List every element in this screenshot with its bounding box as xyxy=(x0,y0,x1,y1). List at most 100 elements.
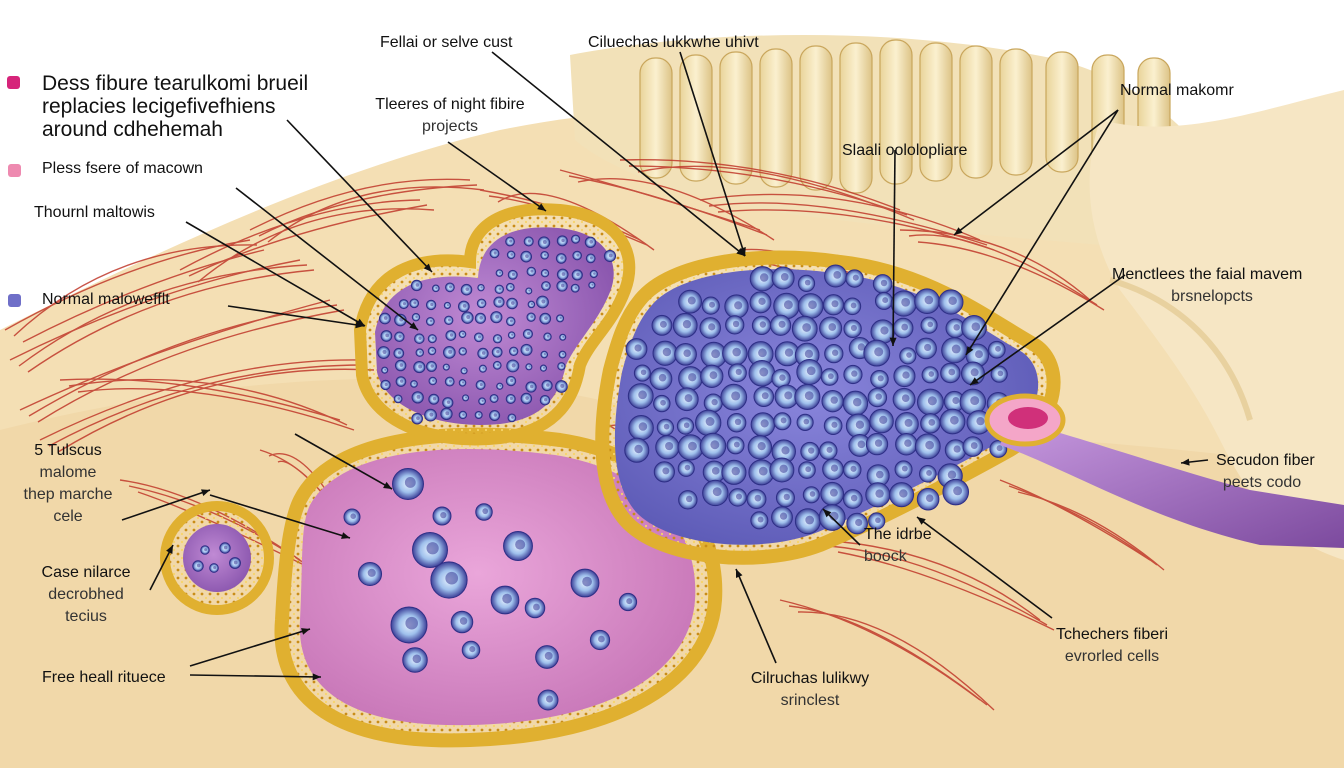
small-lesion xyxy=(160,501,274,615)
blue-lesion-cell-nucleus xyxy=(684,394,693,403)
purple-lesion-cell-nucleus xyxy=(447,318,451,322)
purple-lesion-cell-nucleus xyxy=(560,364,564,368)
blue-lesion-cell-nucleus xyxy=(901,465,908,472)
blue-lesion-cell-nucleus xyxy=(710,440,720,450)
purple-lesion-cell-nucleus xyxy=(463,369,466,372)
blue-lesion-cell-nucleus xyxy=(906,352,912,358)
blue-lesion-cell-nucleus xyxy=(758,348,767,358)
fiber-strand xyxy=(27,269,315,373)
legend-item-1-line-1: Dess fibure tearulkomi brueil xyxy=(42,72,309,95)
blue-lesion-cell-nucleus xyxy=(734,301,743,310)
purple-lesion-cell-nucleus xyxy=(461,381,465,384)
arrowhead xyxy=(537,203,546,211)
purple-lesion-cell-nucleus xyxy=(542,240,547,244)
purple-lesion-cell-nucleus xyxy=(497,299,502,304)
blue-lesion-cell-nucleus xyxy=(899,489,908,498)
purple-lesion-cell-nucleus xyxy=(559,316,562,320)
small-lesion-cell-nucleus xyxy=(223,545,228,550)
arrowhead xyxy=(970,377,979,385)
label-secudon-line-1: Secudon fiber xyxy=(1216,452,1315,469)
label-tulscus-line-2: malome xyxy=(39,464,97,481)
fiber-strand xyxy=(999,479,1151,561)
fiber-strand xyxy=(77,388,355,431)
purple-lesion-cell-nucleus xyxy=(385,333,390,338)
purple-lesion-cell-nucleus xyxy=(448,379,452,383)
fiber-strand xyxy=(797,611,995,711)
purple-lesion-cell-nucleus xyxy=(479,316,483,320)
blue-lesion-cell-nucleus xyxy=(783,493,790,501)
blue-lesion-cell-nucleus xyxy=(880,326,889,335)
blue-lesion-cell-nucleus xyxy=(780,417,787,424)
gland-band xyxy=(839,42,873,194)
blue-lesion-cell-nucleus xyxy=(638,390,647,400)
blue-lesion-cell-nucleus xyxy=(875,393,882,400)
purple-lesion-cell-nucleus xyxy=(464,396,468,399)
fiber-strand xyxy=(899,229,1091,301)
purple-lesion-cell-nucleus xyxy=(496,349,500,354)
purple-lesion-cell-nucleus xyxy=(416,416,420,420)
purple-lesion-cell-nucleus xyxy=(461,349,465,353)
fiber-strand xyxy=(28,304,338,417)
label-idrbe-line-1: The idrbe xyxy=(864,526,932,543)
pink-lesion-cell-nucleus xyxy=(404,477,416,488)
purple-lesion-cell-nucleus xyxy=(449,285,453,289)
legend-item-2: Pless fsere of macown xyxy=(42,160,203,177)
blue-lesion-cell-nucleus xyxy=(850,324,857,331)
arrowhead xyxy=(1181,458,1190,466)
purple-lesion-cell-nucleus xyxy=(449,333,454,337)
fiber-strand xyxy=(908,234,1098,306)
fiber-strand xyxy=(9,259,301,361)
fiber-strand xyxy=(39,359,361,441)
purple-lesion-cell-nucleus xyxy=(543,253,547,257)
purple-lesion-cell-nucleus xyxy=(445,365,448,368)
blue-lesion-cell-nucleus xyxy=(996,445,1003,452)
purple-lesion-cell-nucleus xyxy=(446,400,451,404)
pink-lesion-cell-nucleus xyxy=(598,635,605,643)
fiber-strand xyxy=(837,551,1055,631)
purple-lesion-cell-nucleus xyxy=(530,315,534,319)
blue-lesion-cell-nucleus xyxy=(926,470,932,476)
purple-lesion-cell-nucleus xyxy=(509,319,513,323)
purple-lesion-cell-nucleus xyxy=(482,367,485,370)
fiber-strand xyxy=(819,539,1041,621)
blue-lesion-cell-nucleus xyxy=(779,464,788,473)
purple-lesion-cell-nucleus xyxy=(510,378,514,383)
purple-lesion-cell-nucleus xyxy=(525,347,530,352)
blue-lesion-cell-nucleus xyxy=(997,370,1004,377)
blue-lesion-cell-nucleus xyxy=(778,320,786,328)
purple-lesion-cell-nucleus xyxy=(430,364,434,368)
purple-lesion-cell-nucleus xyxy=(481,351,486,355)
blue-lesion-cell-nucleus xyxy=(874,347,884,357)
arrowhead xyxy=(301,628,310,635)
purple-lesion-cell-nucleus xyxy=(561,272,566,276)
blue-lesion-cell-nucleus xyxy=(759,321,767,328)
arrowhead xyxy=(917,517,926,525)
purple-lesion-cell-nucleus xyxy=(416,394,421,399)
purple-lesion-cell-nucleus xyxy=(398,334,402,338)
fiber-strand xyxy=(19,299,331,411)
legend-item-1: Dess fibure tearulkomi brueil replacies … xyxy=(42,72,308,141)
purple-lesion-cell-nucleus xyxy=(445,411,450,416)
fiber-strand xyxy=(59,378,341,421)
purple-lesion-cell-nucleus xyxy=(512,349,516,353)
pink-lesion-cell-nucleus xyxy=(350,513,357,520)
label-tulscus-line-1: 5 Tulscus xyxy=(34,442,102,459)
blue-lesion-cell-nucleus xyxy=(852,274,859,281)
purple-lesion-cell-nucleus xyxy=(589,239,594,244)
blue-lesion-cell-nucleus xyxy=(927,396,937,406)
purple-lesion-cell-nucleus xyxy=(511,272,515,276)
arrowhead xyxy=(423,263,432,272)
blue-lesion-cell-nucleus xyxy=(950,415,959,425)
arrowhead xyxy=(736,248,745,256)
purple-lesion-cell-nucleus xyxy=(509,239,513,243)
blue-lesion-cell-nucleus xyxy=(780,273,789,281)
blue-lesion-cell-nucleus xyxy=(874,439,883,447)
purple-lesion-cell-nucleus xyxy=(413,382,416,385)
purple-lesion-cell-nucleus xyxy=(446,304,449,307)
blue-lesion-cell-nucleus xyxy=(852,397,862,407)
fiber-strand xyxy=(267,186,485,243)
label-normal-makomr: Normal makomr xyxy=(1120,82,1234,99)
gland-band xyxy=(799,45,833,191)
blue-lesion-cell-nucleus xyxy=(850,302,857,309)
purple-lesion-cell-nucleus xyxy=(429,412,434,417)
